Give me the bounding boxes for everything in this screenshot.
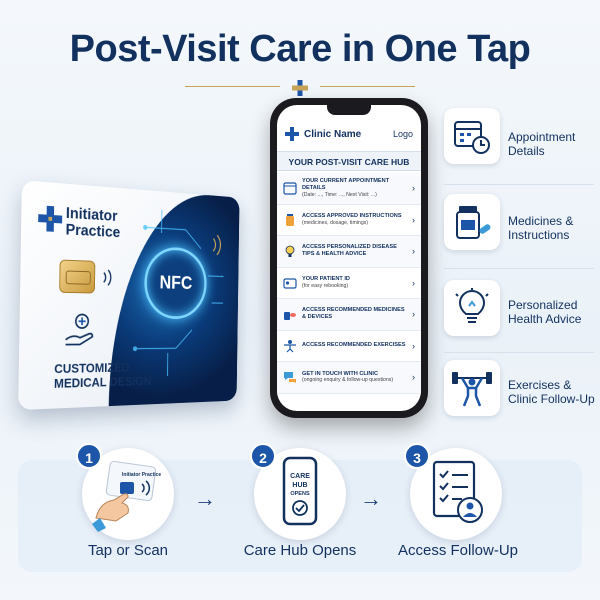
svg-text:Initiator Practice: Initiator Practice xyxy=(122,472,161,478)
svg-text:CARE: CARE xyxy=(290,473,310,480)
clinic-cross-icon xyxy=(285,127,299,141)
chevron-right-icon: › xyxy=(412,214,415,225)
medicine-bottle-icon xyxy=(456,206,491,239)
chevron-right-icon: › xyxy=(412,372,415,383)
title-divider xyxy=(185,80,415,96)
medical-cross-icon xyxy=(292,80,308,96)
feature-medicines-label: Medicines &Instructions xyxy=(508,214,574,242)
clinic-name: Clinic Name xyxy=(304,128,362,140)
card-chip xyxy=(59,259,96,294)
pills-icon xyxy=(284,312,296,321)
medicine-icon xyxy=(286,213,294,226)
step-1-circle: Initiator Practice xyxy=(82,448,174,540)
id-card-icon xyxy=(283,278,297,289)
menu-item-patient-id[interactable]: YOUR PATIENT ID(for easy rebooking) › xyxy=(277,268,421,299)
step-1-number: 1 xyxy=(76,443,102,469)
menu-item-exercises[interactable]: ACCESS RECOMMENDED EXERCISES › xyxy=(277,331,421,362)
nfc-label: NFC xyxy=(159,272,193,294)
chevron-right-icon: › xyxy=(412,309,415,320)
chevron-right-icon: › xyxy=(412,183,415,194)
phone-header: Clinic Name Logo xyxy=(277,123,421,145)
lightbulb-icon xyxy=(285,245,295,258)
step-2-number: 2 xyxy=(250,443,276,469)
chevron-right-icon: › xyxy=(412,340,415,351)
clinic-logo-placeholder: Logo xyxy=(392,129,413,139)
lightbulb-icon xyxy=(455,288,489,323)
menu-item-health-tips[interactable]: ACCESS PERSONALIZED DISEASE TIPS & HEALT… xyxy=(277,236,421,268)
care-hub-title: YOUR POST-VISIT CARE HUB xyxy=(277,151,421,171)
nfc-card[interactable]: Initiator Practice NFC CUSTOMIZED MEDICA… xyxy=(18,180,240,411)
svg-text:HUB: HUB xyxy=(292,482,307,489)
menu-item-appointment[interactable]: YOUR CURRENT APPOINTMENT DETAILS(Date: .… xyxy=(277,173,421,205)
chevron-right-icon: › xyxy=(412,246,415,257)
arrow-right-icon: → xyxy=(194,486,216,511)
practice-name: Initiator Practice xyxy=(65,205,121,242)
weightlifter-icon xyxy=(452,372,492,407)
practice-cross-icon xyxy=(38,205,63,232)
feature-exercises-label: Exercises &Clinic Follow-Up xyxy=(508,378,595,406)
card-subtitle: CUSTOMIZED MEDICAL DESIGN xyxy=(53,360,152,391)
chevron-right-icon: › xyxy=(412,277,415,288)
caring-hand-icon xyxy=(62,308,98,347)
calendar-icon xyxy=(283,182,297,195)
contactless-icon xyxy=(100,267,119,288)
feature-medicines-tile xyxy=(444,194,500,250)
svg-text:OPENS: OPENS xyxy=(290,491,310,497)
smartphone: Clinic Name Logo YOUR POST-VISIT CARE HU… xyxy=(270,98,428,418)
feature-appointment-tile xyxy=(444,108,500,164)
feature-advice-tile xyxy=(444,280,500,336)
exercise-icon xyxy=(284,339,296,353)
step-1-label: Tap or Scan xyxy=(87,542,169,559)
chat-icon xyxy=(284,372,296,384)
step-2-label: Care Hub Opens xyxy=(243,542,357,559)
phone-screen: Clinic Name Logo YOUR POST-VISIT CARE HU… xyxy=(277,105,421,411)
step-3-label: Access Follow-Up xyxy=(397,542,519,559)
menu-item-medicines-devices[interactable]: ACCESS RECOMMENDED MEDICINES & DEVICES › xyxy=(277,299,421,331)
feature-exercises-tile xyxy=(444,360,500,416)
tap-card-icon: Initiator Practice xyxy=(92,460,161,532)
care-hub-menu: YOUR CURRENT APPOINTMENT DETAILS(Date: .… xyxy=(277,173,421,394)
care-hub-phone-icon: CARE HUB OPENS xyxy=(282,456,318,526)
step-3-number: 3 xyxy=(404,443,430,469)
calendar-clock-icon xyxy=(454,121,490,154)
menu-item-contact-clinic[interactable]: GET IN TOUCH WITH CLINIC(ongoing enquiry… xyxy=(277,362,421,394)
checklist-profile-icon xyxy=(432,460,483,523)
menu-item-instructions[interactable]: ACCESS APPROVED INSTRUCTIONS(medicines, … xyxy=(277,205,421,236)
arrow-right-icon: → xyxy=(360,486,382,511)
page-title: Post-Visit Care in One Tap xyxy=(69,28,531,70)
